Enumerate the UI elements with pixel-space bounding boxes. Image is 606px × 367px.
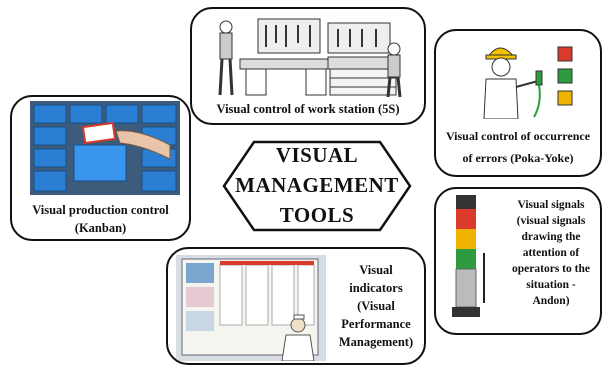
card-kanban: Visual production control (Kanban) [10, 95, 191, 241]
card-kanban-label-line-1: Visual production control [32, 203, 169, 217]
center-title-line-3: TOOLS [279, 203, 355, 227]
vpm-label-line-1: Visual [359, 263, 393, 277]
andon-label-line-6: situation - [526, 279, 576, 291]
andon-label-line-7: Andon) [532, 295, 570, 307]
card-andon: Visual signals (visual signals drawing t… [434, 187, 602, 335]
andon-label-line-3: drawing the [521, 231, 581, 243]
center-title-line-1: VISUAL [275, 143, 359, 167]
andon-light-tower-icon [452, 195, 485, 317]
andon-label-line-5: operators to the [512, 263, 590, 275]
andon-label-line-2: (visual signals [516, 215, 586, 227]
card-poka-yoke-label-line-2: of errors (Poka-Yoke) [462, 151, 574, 165]
andon-label-line-1: Visual signals [517, 199, 585, 211]
performance-board-photo [176, 255, 326, 361]
vpm-label-line-4: Performance [341, 317, 411, 331]
card-poka-yoke-label-line-1: Visual control of occurrence [445, 129, 591, 143]
card-visual-indicators-label: Visual indicators (Visual Performance Ma… [328, 261, 424, 351]
card-5s: Visual control of work station (5S) [190, 7, 426, 125]
center-hexagon: VISUAL MANAGEMENT TOOLS [222, 140, 412, 232]
workstation-illustration [218, 18, 402, 98]
card-visual-indicators: Visual indicators (Visual Performance Ma… [166, 247, 426, 365]
vpm-label-line-2: indicators [349, 281, 403, 295]
worker-with-plug-illustration [483, 46, 573, 119]
card-poka-yoke: Visual control of occurrence of errors (… [434, 29, 602, 177]
card-andon-label: Visual signals (visual signals drawing t… [500, 197, 600, 309]
card-kanban-label-line-2: (Kanban) [74, 221, 127, 235]
andon-label-line-4: attention of [522, 247, 580, 259]
center-title-line-2: MANAGEMENT [235, 173, 399, 197]
hexagon-shape [222, 140, 412, 232]
vpm-label-line-5: Management) [338, 335, 414, 349]
vpm-label-line-3: (Visual [357, 299, 395, 313]
card-5s-label: Visual control of work station (5S) [216, 102, 400, 116]
kanban-bins-photo [30, 101, 180, 195]
